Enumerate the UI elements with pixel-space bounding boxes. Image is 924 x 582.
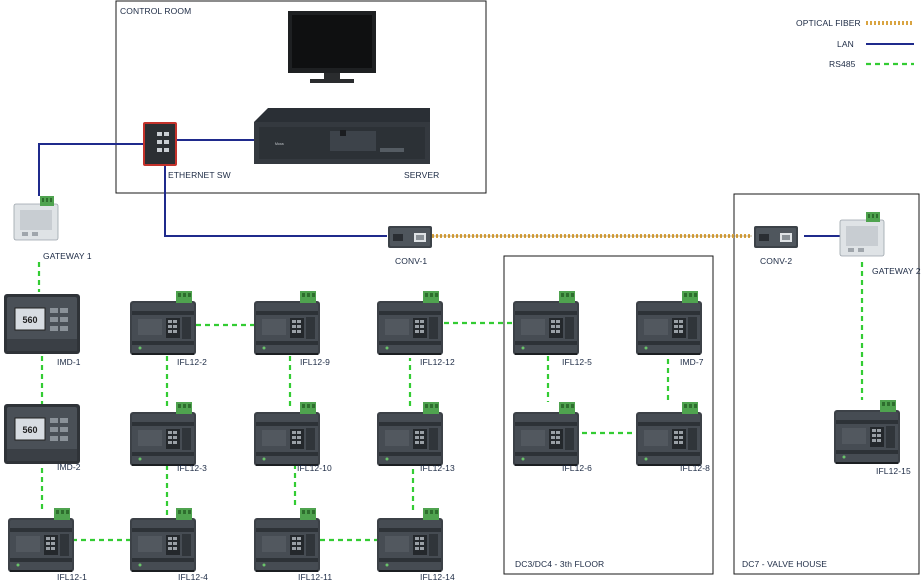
- gateway-1-icon: [13, 195, 59, 241]
- ifl12-8-label: IFL12-8: [680, 463, 710, 473]
- ifl12-2-label: IFL12-2: [177, 357, 207, 367]
- legend-fiber-label: OPTICAL FIBER: [796, 18, 861, 28]
- ifl12-14-icon: [377, 508, 443, 572]
- imd-1-icon: [3, 293, 81, 355]
- legend: [866, 21, 914, 66]
- control-room-title: CONTROL ROOM: [120, 6, 192, 16]
- ifl12-10-icon: [254, 402, 320, 466]
- legend-rs485-label: RS485: [829, 59, 856, 69]
- conv-2-icon: [754, 226, 798, 248]
- gateway-1-label: GATEWAY 1: [43, 251, 92, 261]
- imd-7-icon: [636, 291, 702, 355]
- ifl12-13-icon: [377, 402, 443, 466]
- ifl12-10-label: IFL12-10: [297, 463, 332, 473]
- ethernet-sw-label: ETHERNET SW: [168, 170, 231, 180]
- dc3-dc4-box: [503, 255, 714, 575]
- ifl12-1-label: IFL12-1: [57, 572, 87, 582]
- ifl12-9-icon: [254, 291, 320, 355]
- ifl12-6-icon: [513, 402, 579, 466]
- legend-lan-label: LAN: [837, 39, 854, 49]
- ifl12-4-icon: [130, 508, 196, 572]
- ifl12-13-label: IFL12-13: [420, 463, 455, 473]
- ifl12-15-icon: [834, 400, 900, 464]
- ifl12-3-label: IFL12-3: [177, 463, 207, 473]
- imd-2-label: IMD-2: [57, 462, 81, 472]
- ifl12-11-icon: [254, 508, 320, 572]
- ifl12-5-icon: [513, 291, 579, 355]
- imd-7-label: IMD-7: [680, 357, 704, 367]
- ifl12-12-label: IFL12-12: [420, 357, 455, 367]
- ifl12-2-icon: [130, 291, 196, 355]
- server-label: SERVER: [404, 170, 440, 180]
- ifl12-4-label: IFL12-4: [178, 572, 208, 582]
- monitor-icon: [288, 11, 376, 83]
- ifl12-11-label: IFL12-11: [298, 572, 333, 582]
- gateway-2-label: GATEWAY 2: [872, 266, 921, 276]
- control-room-box: [115, 0, 487, 194]
- ifl12-1-icon: [8, 508, 74, 572]
- ifl12-3-icon: [130, 402, 196, 466]
- ethernet-switch-icon: [143, 122, 177, 166]
- conv-2-label: CONV-2: [760, 256, 793, 266]
- dc3-dc4-title: DC3/DC4 - 3th FLOOR: [515, 559, 605, 569]
- ifl12-14-label: IFL12-14: [420, 572, 455, 582]
- dc7-title: DC7 - VALVE HOUSE: [742, 559, 827, 569]
- ifl12-9-label: IFL12-9: [300, 357, 330, 367]
- conv-1-icon: [388, 226, 432, 248]
- lan-links: [38, 139, 840, 237]
- ifl12-15-label: IFL12-15: [876, 466, 911, 476]
- svg-text:Moxa: Moxa: [275, 142, 284, 146]
- rs485-links: [37, 262, 864, 542]
- ifl12-5-label: IFL12-5: [562, 357, 592, 367]
- ifl12-6-label: IFL12-6: [562, 463, 592, 473]
- ifl12-8-icon: [636, 402, 702, 466]
- server-icon: Moxa: [254, 108, 430, 164]
- gateway-2-icon: [839, 211, 885, 257]
- conv-1-label: CONV-1: [395, 256, 428, 266]
- imd-2-icon: [3, 403, 81, 465]
- ifl12-12-icon: [377, 291, 443, 355]
- imd-1-label: IMD-1: [57, 357, 81, 367]
- dc7-box: [733, 193, 920, 575]
